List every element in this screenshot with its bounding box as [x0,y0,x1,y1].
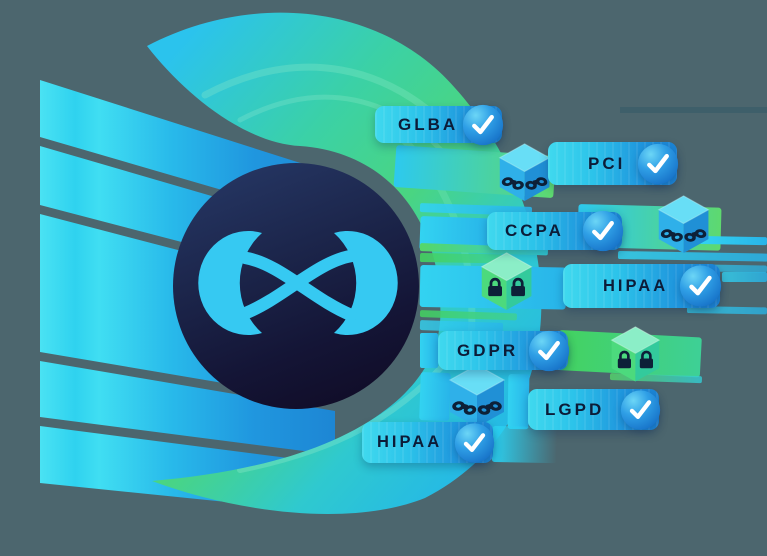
compliance-badge-hipaa: HIPAA [563,264,722,308]
streak-band [420,333,438,368]
check-icon [462,104,504,146]
streak-band [419,216,491,253]
streak-band [419,310,517,321]
check-icon [582,210,624,252]
streak-band [620,107,767,113]
streak-band [491,426,558,464]
logo-medallion [173,163,419,409]
compliance-badge-ccpa: CCPA [487,210,624,252]
fan-stripe [40,361,335,455]
compliance-badge-hipaa-2: HIPAA [362,422,495,463]
check-icon [679,265,722,308]
badge-label: CCPA [505,221,564,240]
streak-band [419,372,451,421]
logo-left-crescent [198,231,262,336]
badge-label: GDPR [457,340,519,360]
compliance-badge-lgpd: LGPD [528,389,661,430]
badge-label: PCI [588,153,626,173]
badge-label: HIPAA [603,276,669,295]
streak-band [507,374,530,430]
check-icon [454,422,495,463]
streak-band [699,236,767,246]
badge-label: LGPD [545,399,605,419]
streak-band [419,243,548,256]
streak-band [617,251,767,262]
check-icon [620,389,661,430]
streak-band [419,320,504,333]
compliance-badge-pci: PCI [548,142,679,185]
streak-band [686,306,767,315]
streak-band [722,272,767,282]
badge-label: HIPAA [377,433,443,451]
compliance-badge-glba: GLBA [375,104,504,146]
check-icon [528,330,570,372]
compliance-badge-gdpr: GDPR [438,330,570,372]
badge-label: GLBA [398,114,459,134]
logo-x-stroke [239,249,358,320]
logo-right-crescent [334,231,398,335]
check-icon [637,143,679,185]
infinity-x-icon [198,231,398,336]
streak-band [419,253,503,264]
